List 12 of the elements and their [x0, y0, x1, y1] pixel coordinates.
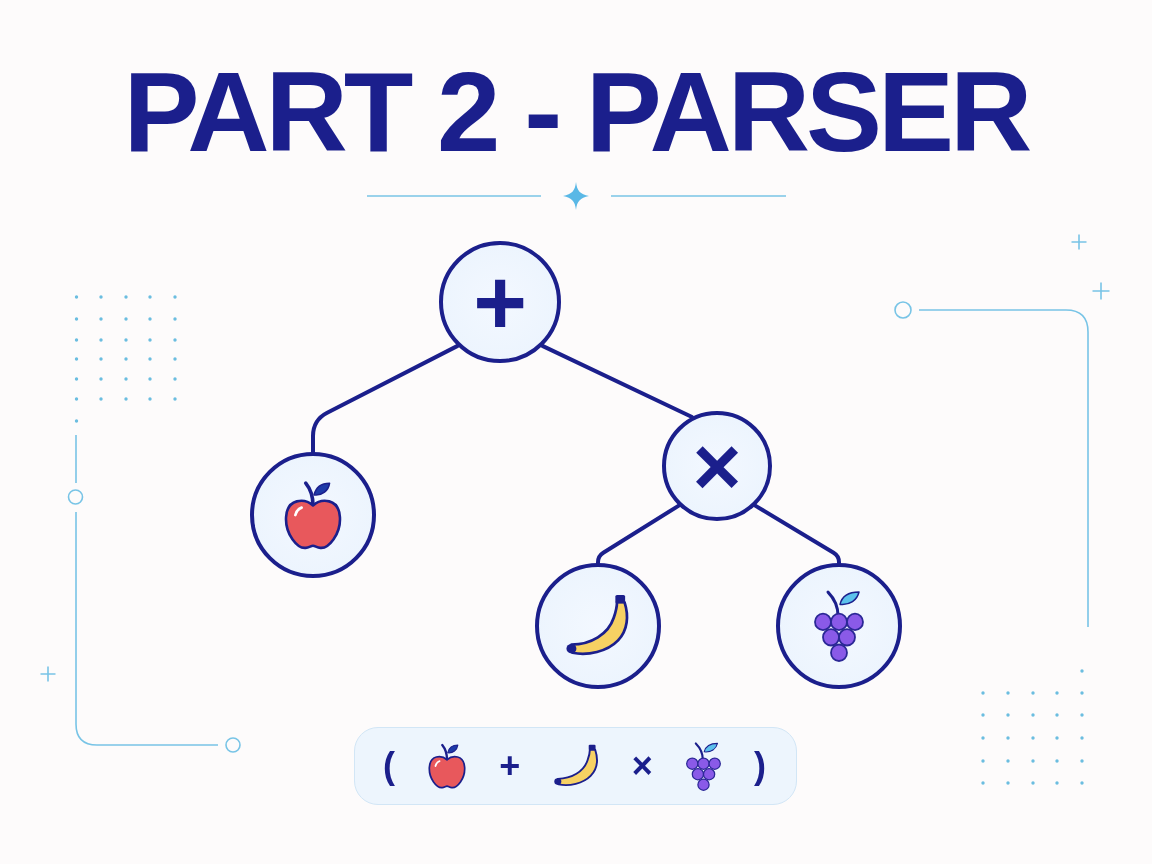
operator-symbol: + [499, 748, 521, 784]
tree-edge [596, 503, 681, 565]
operator-symbol: × [631, 748, 653, 784]
parenthesis: ) [754, 748, 766, 784]
title: PART 2 - PARSER [123, 55, 1029, 169]
operator-symbol: × [692, 424, 742, 508]
tree-edge [540, 343, 694, 419]
tree-edge [753, 503, 841, 565]
operator-symbol: + [473, 256, 527, 348]
tree-edge [311, 343, 460, 454]
expression-bar [354, 727, 797, 805]
parenthesis: ( [383, 748, 395, 784]
